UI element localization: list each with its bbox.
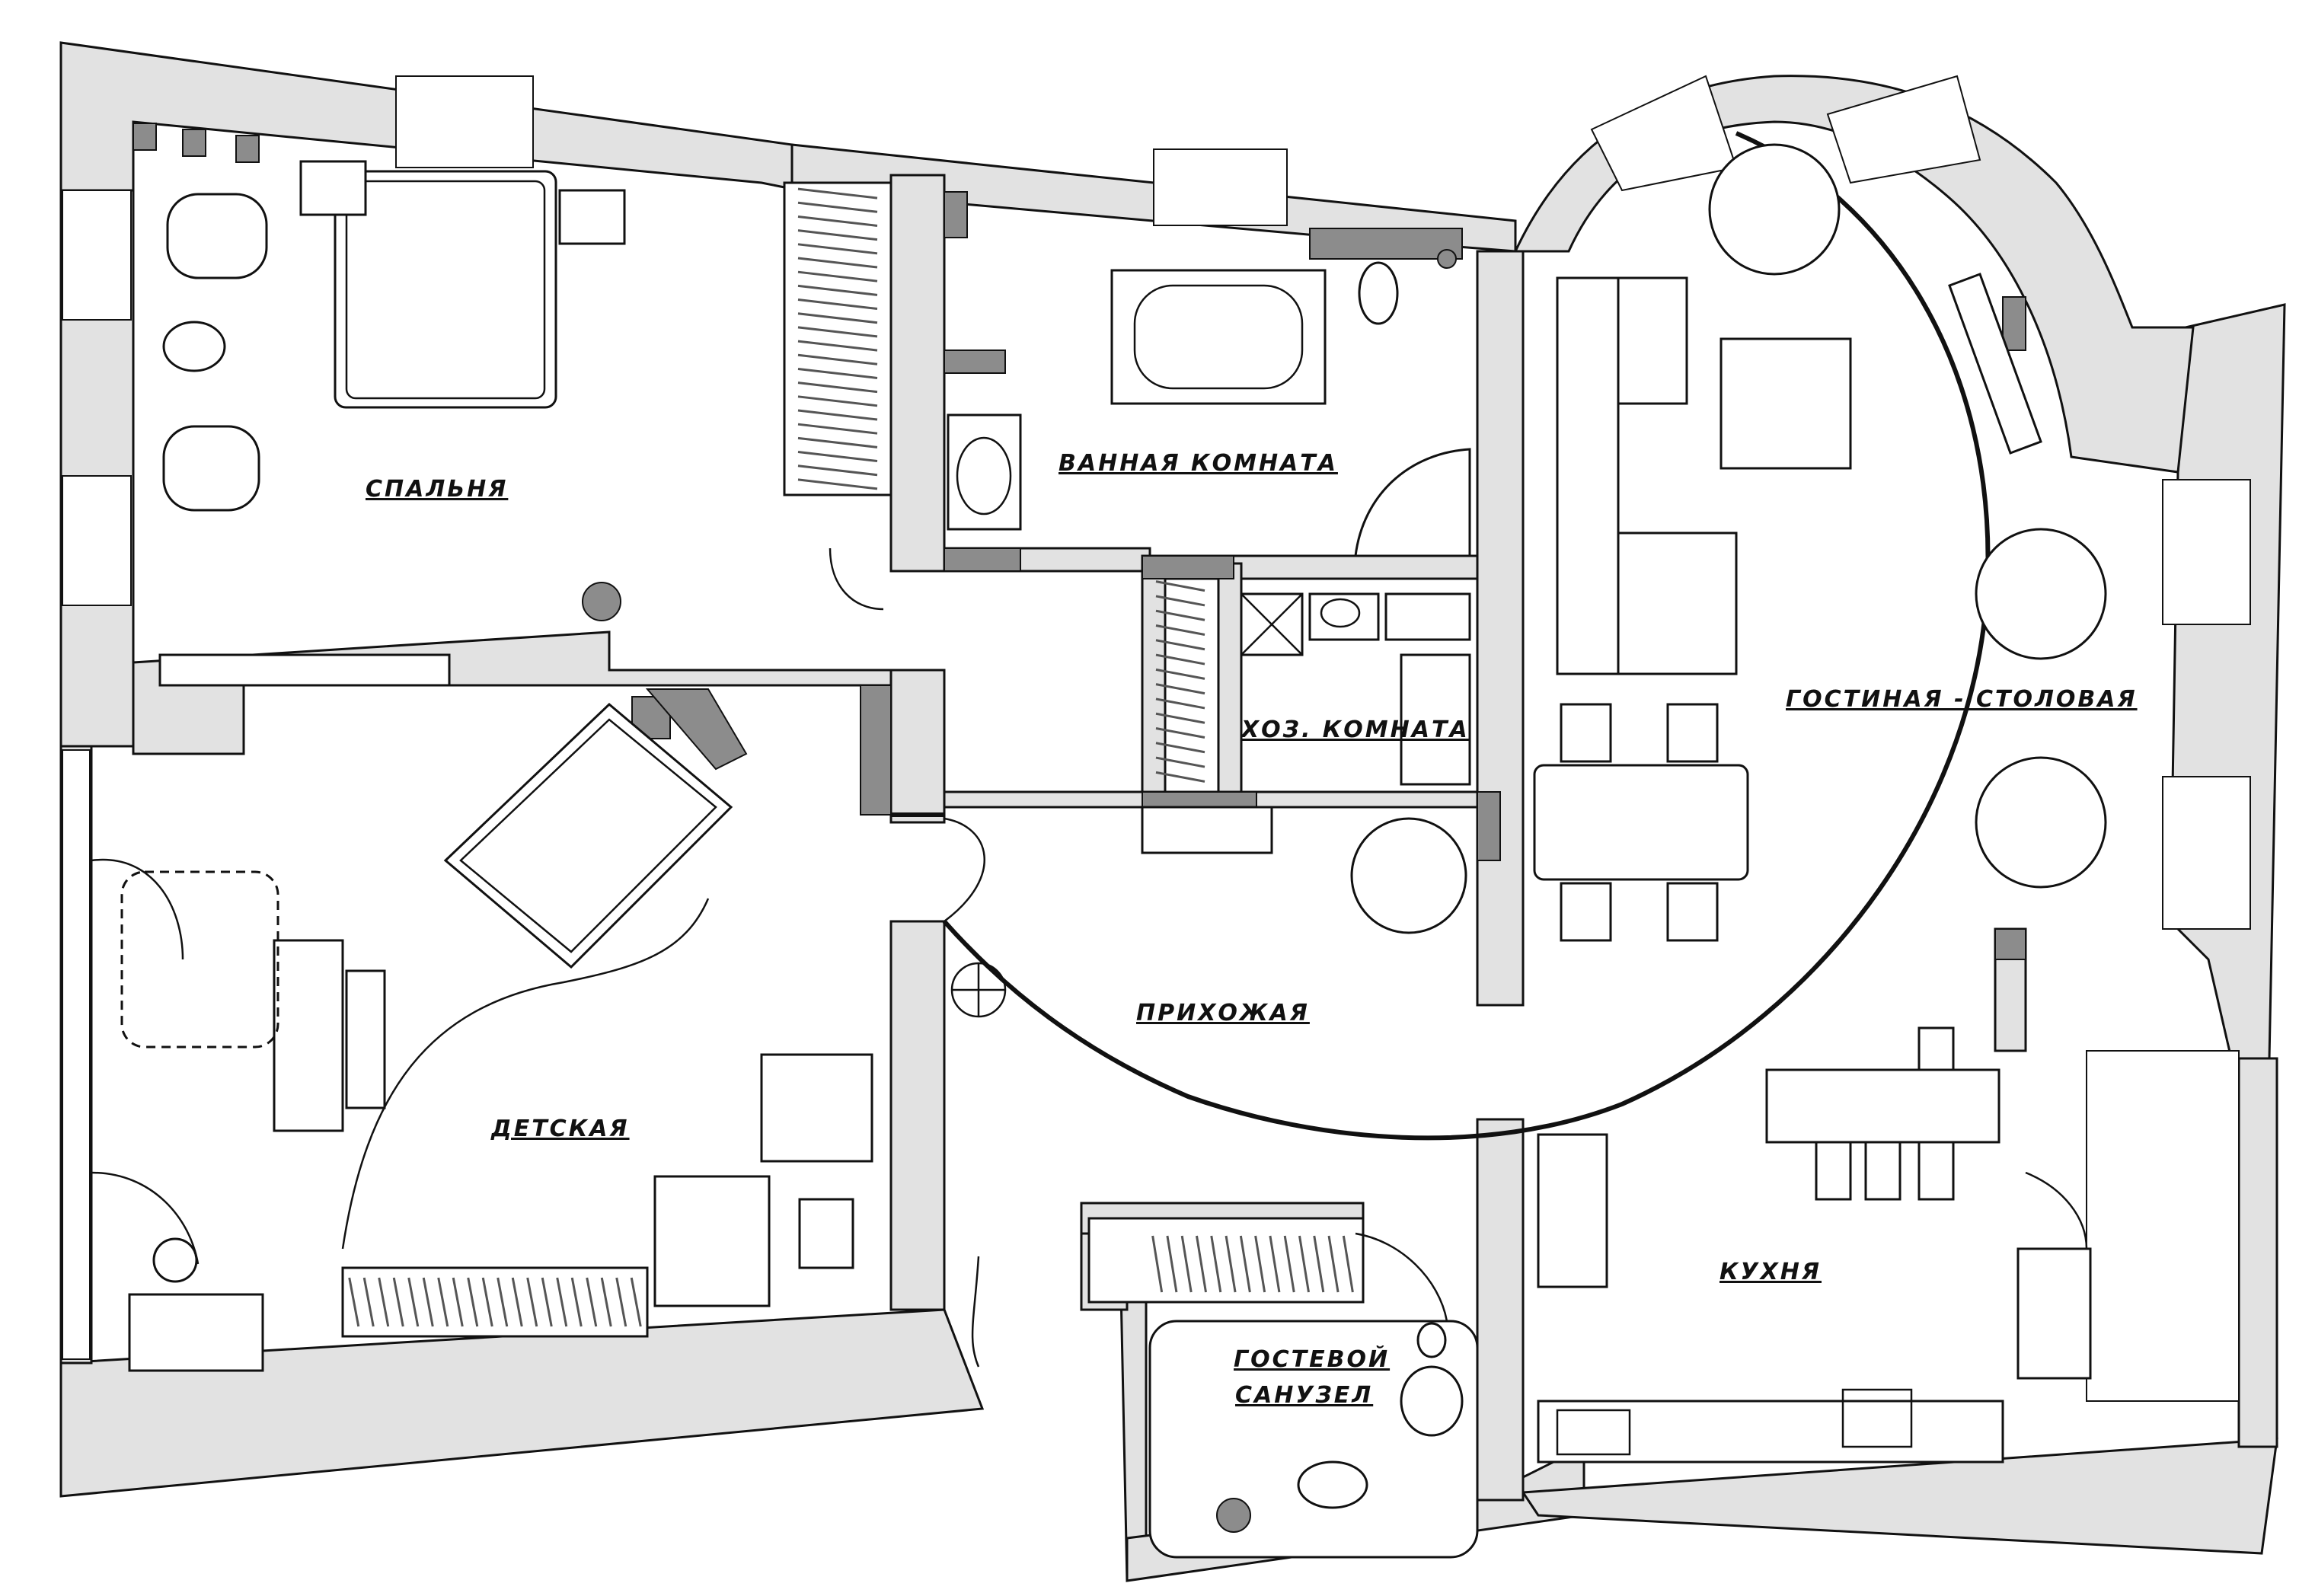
wardrobe-hanger [797, 423, 878, 435]
utility-furniture [1141, 580, 1471, 934]
wardrobe-hanger [348, 1277, 360, 1327]
wardrobe-hanger [422, 1277, 434, 1327]
wardrobe-hanger [526, 1277, 538, 1327]
wardrobe-hanger [1155, 742, 1205, 754]
wardrobe-hanger [1155, 653, 1205, 666]
wardrobe-hanger [1155, 727, 1205, 739]
wardrobe-hanger [541, 1277, 553, 1327]
wardrobe-hanger [1166, 1235, 1178, 1293]
wardrobe-hanger [1155, 609, 1205, 621]
hall-furniture [944, 817, 1007, 1368]
wardrobe-hanger [1155, 771, 1205, 783]
wardrobe-hanger [600, 1277, 612, 1327]
wardrobe-hanger [1155, 683, 1205, 695]
wardrobe-hanger [797, 395, 878, 407]
wardrobe-hanger [1342, 1235, 1354, 1293]
wardrobe-hanger [797, 257, 878, 269]
guest-wc-furniture [1087, 1217, 1479, 1559]
wardrobe-hanger [467, 1277, 479, 1327]
wardrobe-hanger [797, 436, 878, 448]
wardrobe-hanger [1155, 668, 1205, 680]
wardrobe-hanger [797, 326, 878, 338]
living-furniture [1533, 143, 2107, 942]
wardrobe-hanger [1327, 1235, 1340, 1293]
wardrobe-hanger [797, 215, 878, 227]
wardrobe-hanger [797, 229, 878, 241]
zone-arcs [341, 131, 1991, 1250]
wardrobe-hanger [497, 1277, 509, 1327]
wardrobe-hanger [1155, 595, 1205, 607]
wardrobe-hanger [797, 243, 878, 255]
wardrobe-hanger [797, 298, 878, 311]
wardrobe-hanger [481, 1277, 493, 1327]
wardrobe-hanger [1210, 1235, 1222, 1293]
kids-furniture [120, 702, 873, 1372]
wardrobe-hanger [615, 1277, 627, 1327]
wardrobe-hanger [556, 1277, 568, 1327]
kitchen-furniture [1537, 1026, 2092, 1464]
wardrobe-hanger [797, 353, 878, 365]
wardrobe-hanger [1155, 712, 1205, 724]
wardrobe-hanger [1155, 697, 1205, 710]
wardrobe-hanger [1239, 1235, 1251, 1293]
wardrobe-hanger [797, 187, 878, 200]
wardrobe-hanger [570, 1277, 583, 1327]
wardrobe-hanger [586, 1277, 598, 1327]
wardrobe-hanger [797, 381, 878, 394]
wardrobe-hanger [392, 1277, 404, 1327]
windows [62, 75, 2251, 1402]
wardrobe-hanger [797, 201, 878, 213]
room-labels: СПАЛЬНЯ ВАННАЯ КОМНАТА ХОЗ. КОМНАТА ГОСТ… [366, 450, 2138, 1409]
wardrobe-hanger [1151, 1235, 1164, 1293]
wardrobe-hanger [511, 1277, 523, 1327]
wardrobe-hanger [1313, 1235, 1325, 1293]
wardrobe-hanger [1155, 639, 1205, 651]
wardrobe-hanger [797, 367, 878, 379]
wardrobe-hanger [797, 478, 878, 490]
label-guest-wc-2: САНУЗЕЛ [1235, 1382, 1373, 1409]
label-living-dining: ГОСТИНАЯ - СТОЛОВАЯ [1786, 686, 2138, 713]
wardrobe-hanger [1196, 1235, 1207, 1293]
wardrobe-hanger [797, 270, 878, 282]
label-utility: ХОЗ. КОМНАТА [1240, 717, 1470, 743]
wardrobe-hanger [362, 1277, 375, 1327]
wardrobe-hanger [630, 1277, 642, 1327]
wardrobe-hanger [797, 451, 878, 463]
wardrobe-hanger [1254, 1235, 1266, 1293]
dark-accents [133, 123, 2026, 960]
wardrobe-hanger [797, 312, 878, 324]
wardrobe-hanger [1269, 1235, 1281, 1293]
label-bedroom: СПАЛЬНЯ [366, 476, 508, 503]
wardrobe-hanger [797, 464, 878, 477]
wardrobe-hanger [1155, 756, 1205, 768]
bedroom-furniture [158, 160, 892, 687]
wardrobe-hanger [1225, 1235, 1237, 1293]
label-kids-room: ДЕТСКАЯ [490, 1116, 630, 1142]
wardrobe-hanger [797, 340, 878, 352]
wardrobe-hanger [1283, 1235, 1295, 1293]
wardrobe-hanger [1155, 580, 1205, 592]
wardrobe-hanger [1180, 1235, 1193, 1293]
wardrobe-hanger [378, 1277, 390, 1327]
label-bathroom: ВАННАЯ КОМНАТА [1059, 450, 1338, 477]
wardrobe-hanger [407, 1277, 420, 1327]
wardrobe-hanger [1298, 1235, 1310, 1293]
wardrobe-hanger [797, 284, 878, 296]
label-hallway: ПРИХОЖАЯ [1136, 1000, 1310, 1026]
door-swings [91, 547, 2088, 1322]
bathroom-furniture [947, 249, 1471, 557]
wardrobe-hanger [452, 1277, 464, 1327]
label-guest-wc-1: ГОСТЕВОЙ [1234, 1345, 1390, 1373]
wardrobe-hanger [437, 1277, 449, 1327]
label-kitchen: КУХНЯ [1719, 1259, 1822, 1285]
wardrobe-hanger [1155, 624, 1205, 636]
wardrobe-hanger [797, 409, 878, 421]
